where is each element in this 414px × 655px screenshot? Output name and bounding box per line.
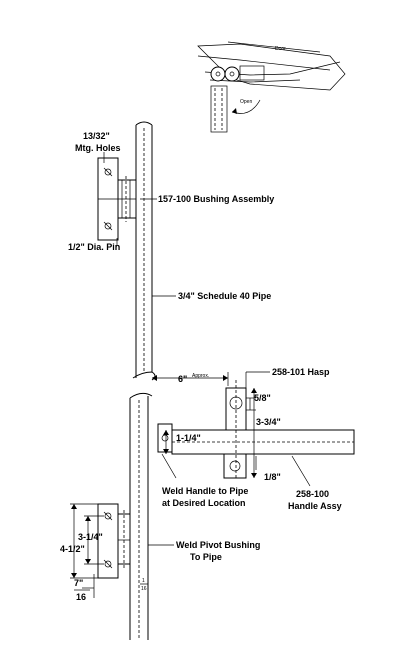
four-half-label: 4-1/2" [60, 544, 85, 554]
one-eighth-label: 1/8" [264, 472, 281, 482]
weld-pivot-pipe-label: To Pipe [190, 552, 222, 562]
bushing-assembly-label: 157-100 Bushing Assembly [158, 194, 274, 204]
weld-pivot-label: Weld Pivot Bushing [176, 540, 260, 550]
three-quarter-label: 3-1/4" [78, 532, 103, 542]
six-inch-label: 6" [178, 374, 187, 384]
three-three-quarter-label: 3-3/4" [256, 417, 281, 427]
frac-top-label: 7" [74, 578, 83, 588]
weld-handle-label: Weld Handle to Pipe [162, 486, 248, 496]
inset-detail: Door Open [197, 41, 346, 133]
hasp-label: 258-101 Hasp [272, 367, 330, 377]
lower-bushing-bracket [97, 503, 131, 579]
upper-bushing-bracket [97, 152, 137, 246]
approx-label: Approx. [192, 373, 209, 379]
inset-door-label: Door [275, 46, 286, 52]
weld-handle-location-label: at Desired Location [162, 498, 246, 508]
five-eighths-label: 5/8" [254, 393, 271, 403]
handle-assy-label: Handle Assy [288, 501, 342, 511]
gap-dimension: 6" Approx. [152, 372, 229, 386]
pipe-label: 3/4" Schedule 40 Pipe [178, 291, 271, 301]
lower-pipe [129, 392, 153, 640]
small-frac-top-label: 1 [142, 578, 145, 584]
handle-assembly [157, 380, 355, 480]
inset-open-label: Open [240, 99, 252, 105]
one-quarter-label: 1-1/4" [176, 433, 201, 443]
mtg-holes-label: Mtg. Holes [75, 143, 121, 153]
upper-pipe [132, 121, 156, 381]
mtg-holes-size-label: 13/32" [83, 131, 110, 141]
dia-pin-label: 1/2" Dia. Pin [68, 242, 120, 252]
frac-bottom-label: 16 [76, 592, 86, 602]
small-frac-bottom-label: 16 [141, 586, 147, 592]
handle-assy-number-label: 258-100 [296, 489, 329, 499]
